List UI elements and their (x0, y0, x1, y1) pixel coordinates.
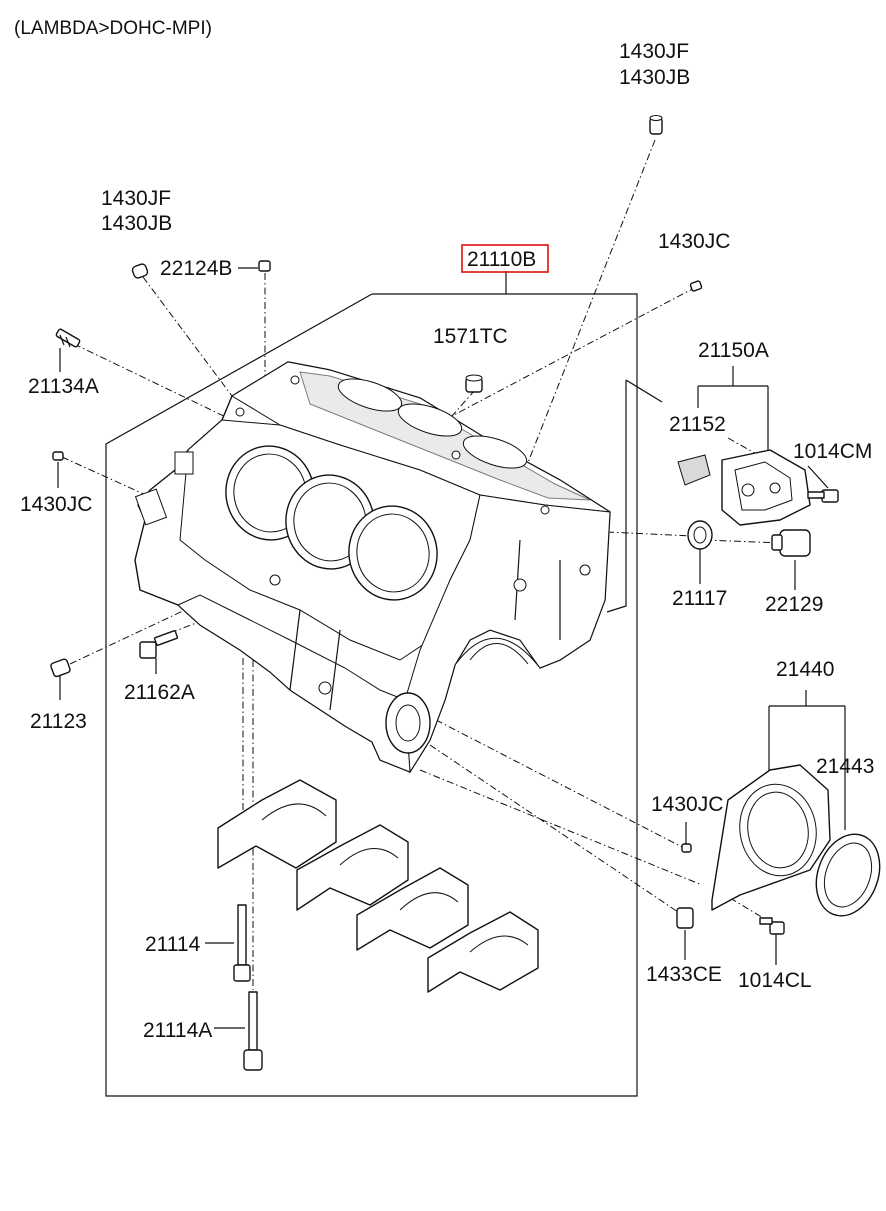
label-21134a[interactable]: 21134A (28, 375, 99, 398)
label-21114a[interactable]: 21114A (143, 1019, 212, 1042)
part-labels: 1430JF 1430JB 1430JF 1430JB 22124B 21110… (20, 40, 874, 1042)
label-21162a[interactable]: 21162A (124, 681, 195, 704)
label-1571tc[interactable]: 1571TC (433, 325, 508, 348)
stud-21134a (55, 328, 81, 348)
label-1430jf-left[interactable]: 1430JF (101, 187, 171, 210)
bracket-21150a (721, 449, 811, 526)
dowel-1430jf-left (131, 263, 149, 279)
label-22124b[interactable]: 22124B (160, 257, 232, 280)
label-1430jb-left[interactable]: 1430JB (101, 212, 172, 235)
label-1430jb-top[interactable]: 1430JB (619, 66, 690, 89)
label-1430jc-right[interactable]: 1430JC (651, 793, 723, 816)
bearing-caps (217, 779, 539, 993)
pin-1430jc-left (52, 451, 64, 461)
seal-case-21440 (711, 764, 831, 911)
label-21110b[interactable]: 21110B (467, 248, 536, 271)
plug-21123 (50, 658, 71, 678)
label-21114[interactable]: 21114 (145, 933, 201, 956)
bolt-21114 (233, 904, 251, 982)
label-21123[interactable]: 21123 (30, 710, 87, 733)
pin-1430jc-top (689, 280, 703, 292)
assembly-frame (105, 293, 638, 1097)
cylinder-block (134, 361, 611, 774)
diagram-title: (LAMBDA>DOHC-MPI) (14, 18, 212, 39)
label-1430jf-top[interactable]: 1430JF (619, 40, 689, 63)
bolt-1014cm (807, 489, 839, 503)
cylinder-bores (225, 445, 438, 601)
label-1014cl[interactable]: 1014CL (738, 969, 812, 992)
plug-22129 (771, 529, 811, 557)
bolt-21162a (139, 630, 179, 659)
label-21152[interactable]: 21152 (669, 413, 726, 436)
bolt-1014cl (759, 917, 785, 935)
gasket-21152 (677, 454, 711, 486)
plug-22124b (258, 260, 271, 272)
label-21150a[interactable]: 21150A (698, 339, 769, 362)
dowel-1433ce (676, 907, 694, 929)
plug-1571tc (465, 374, 483, 393)
label-22129[interactable]: 22129 (765, 593, 823, 616)
pin-1430jc-right (681, 843, 692, 853)
label-21117[interactable]: 21117 (672, 587, 727, 610)
oil-seal-21443 (815, 833, 881, 917)
bolt-21114a (243, 991, 263, 1071)
dowel-1430jf-top (649, 115, 663, 135)
label-1430jc-top[interactable]: 1430JC (658, 230, 730, 253)
highlight-box-21110b (461, 244, 549, 273)
label-1430jc-left[interactable]: 1430JC (20, 493, 92, 516)
label-21440[interactable]: 21440 (776, 658, 834, 681)
label-1433ce[interactable]: 1433CE (646, 963, 722, 986)
block-details (134, 375, 591, 711)
label-21443[interactable]: 21443 (816, 755, 874, 778)
oring-21117 (687, 520, 713, 550)
bracket-frame-right (606, 380, 627, 613)
label-1014cm[interactable]: 1014CM (793, 440, 872, 463)
